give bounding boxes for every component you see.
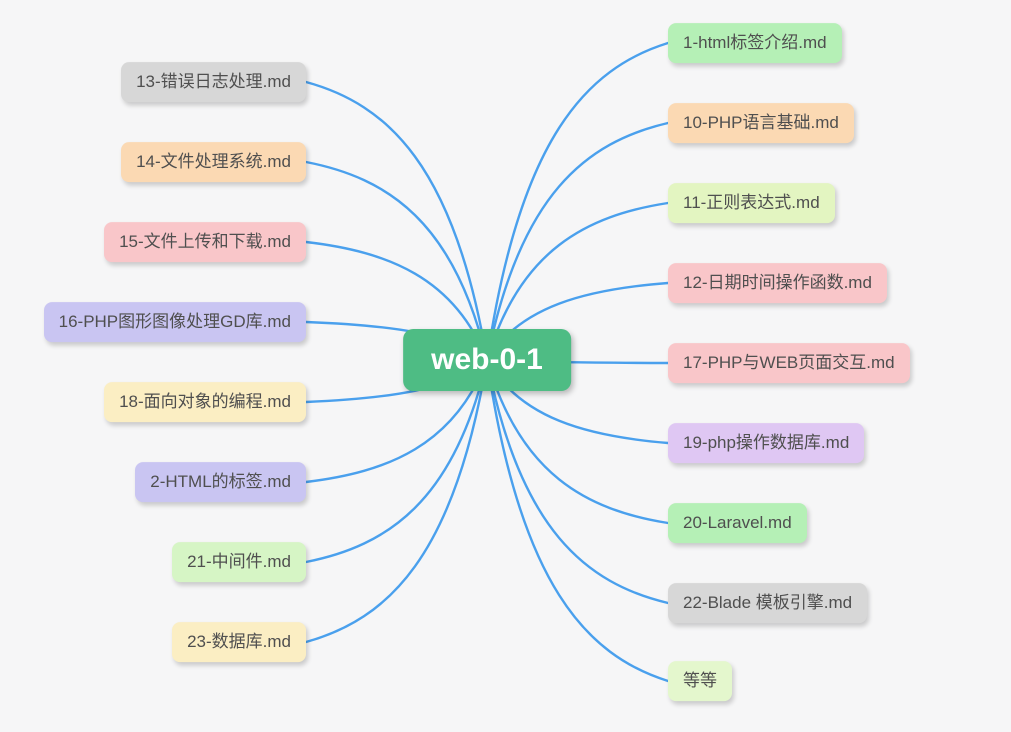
mindmap-edge [304,358,489,644]
mindmap-node[interactable]: 1-html标签介绍.md [668,23,842,63]
mindmap-node[interactable]: 14-文件处理系统.md [121,142,306,182]
mindmap-edge [485,358,670,683]
mindmap-node[interactable]: 21-中间件.md [172,542,306,582]
mindmap-node[interactable]: 2-HTML的标签.md [135,462,306,502]
mindmap-node[interactable]: 23-数据库.md [172,622,306,662]
mindmap-node[interactable]: 22-Blade 模板引擎.md [668,583,868,623]
mindmap-edge [485,121,670,362]
mindmap-node[interactable]: 20-Laravel.md [668,503,807,543]
mindmap-node[interactable]: 18-面向对象的编程.md [104,382,306,422]
mindmap-node[interactable]: 19-php操作数据库.md [668,423,865,463]
mindmap-node[interactable]: 16-PHP图形图像处理GD库.md [43,302,306,342]
mindmap-node[interactable]: 10-PHP语言基础.md [668,103,854,143]
mindmap-node[interactable]: 12-日期时间操作函数.md [668,263,887,303]
mindmap-node[interactable]: 11-正则表达式.md [668,183,835,223]
mindmap-edge [485,358,670,605]
mindmap-node[interactable]: 13-错误日志处理.md [121,62,306,102]
root-node[interactable]: web-0-1 [403,329,571,391]
mindmap-node[interactable]: 15-文件上传和下载.md [104,222,306,262]
mindmap-edge [304,80,489,362]
mindmap-node[interactable]: 等等 [668,661,732,701]
mindmap-edge [485,41,670,362]
mindmap-node[interactable]: 17-PHP与WEB页面交互.md [668,343,910,383]
